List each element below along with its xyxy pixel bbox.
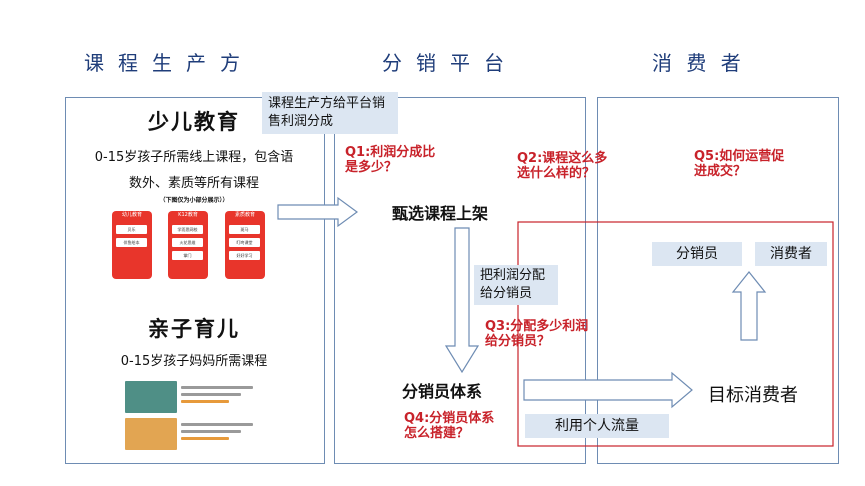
distributor-box: 分销员 [652, 242, 742, 266]
question-q1: Q1:利润分成比是多少？ [345, 145, 436, 175]
consumer-panel [597, 97, 839, 464]
profit-split-note: 课程生产方给平台销售利润分成 [262, 92, 398, 134]
course-cover-image [125, 381, 177, 413]
category-logo: 斑马 [229, 225, 260, 234]
category-card-k12: K12教育 学而思网校 火花思维 掌门 [168, 211, 208, 279]
category-logo: 叮咚课堂 [229, 238, 260, 247]
arrow-producer-to-platform [277, 196, 359, 228]
personal-traffic-note: 利用个人流量 [525, 414, 669, 438]
kids-education-desc-line1: 0-15岁孩子所需线上课程，包含语 [94, 150, 294, 165]
category-logo: 好好学习 [229, 251, 260, 260]
category-logo: 掌门 [172, 251, 203, 260]
kids-education-note: （下图仅为小部分展示）） [159, 197, 229, 204]
column-title-consumer: 消 费 者 [652, 51, 745, 75]
arrow-up-consumer [731, 271, 767, 341]
category-card-early-education: 幼儿教育 贝乐 伴鱼绘本 [112, 211, 152, 279]
target-consumer-node: 目标消费者 [708, 385, 798, 406]
category-logo: 学而思网校 [172, 225, 203, 234]
category-logo: 贝乐 [116, 225, 147, 234]
category-card-header: 素质教育 [234, 212, 255, 218]
select-courses-node: 甄选课程上架 [392, 204, 489, 223]
consumer-box: 消费者 [755, 242, 827, 266]
kids-education-desc-line2: 数外、素质等所有课程 [128, 176, 259, 191]
question-q2: Q2:课程这么多选什么样的？ [517, 151, 608, 181]
question-q3: Q3:分配多少利润给分销员？ [485, 319, 589, 349]
question-q4: Q4:分销员体系怎么搭建？ [404, 411, 495, 441]
column-title-producer: 课程生产方 [84, 51, 254, 75]
course-thumbnail [125, 418, 260, 450]
parenting-desc: 0-15岁孩子妈妈所需课程 [120, 354, 268, 369]
distributor-system-node: 分销员体系 [402, 382, 483, 401]
course-thumbnail [125, 381, 260, 413]
question-q5: Q5:如何运营促进成交？ [694, 149, 785, 179]
category-card-header: K12教育 [178, 212, 198, 218]
parenting-title: 亲子育儿 [148, 317, 240, 341]
target-audience-box [517, 221, 834, 447]
category-logo: 伴鱼绘本 [116, 238, 147, 247]
kids-education-title: 少儿教育 [148, 110, 240, 134]
category-logo: 火花思维 [172, 238, 203, 247]
share-profit-note: 把利润分配给分销员 [474, 265, 558, 305]
arrow-down-platform [444, 227, 480, 374]
arrow-to-target-consumer [523, 371, 693, 409]
course-cover-image [125, 418, 177, 450]
category-card-header: 幼儿教育 [121, 212, 142, 218]
category-card-quality-education: 素质教育 斑马 叮咚课堂 好好学习 [225, 211, 265, 279]
column-title-platform: 分销平台 [382, 51, 518, 75]
